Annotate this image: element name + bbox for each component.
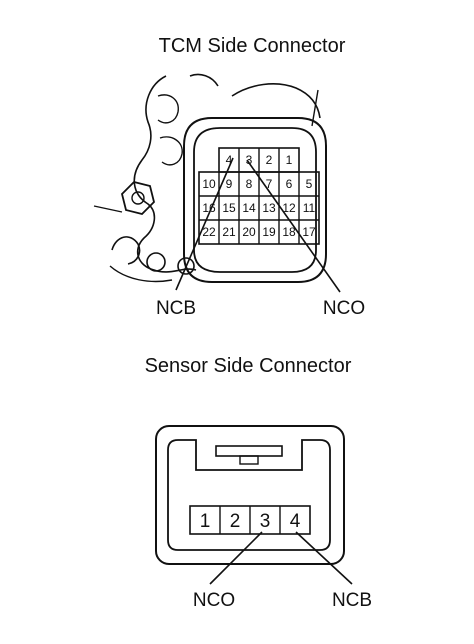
tcm-pin-17: 17 (302, 225, 316, 239)
tcm-pin-1: 1 (286, 153, 293, 167)
tcm-title: TCM Side Connector (159, 35, 346, 57)
tcm-pin-13: 13 (262, 201, 276, 215)
tcm-pin-3: 3 (246, 153, 253, 167)
tcm-pin-12: 12 (282, 201, 296, 215)
tcm-pin-14: 14 (242, 201, 256, 215)
tcm-pin-15: 15 (222, 201, 236, 215)
tcm-pin-10: 10 (202, 177, 216, 191)
sensor-lock-tab (215, 445, 283, 457)
tcm-nco-label: NCO (323, 298, 365, 319)
tcm-pin-4: 4 (226, 153, 233, 167)
sensor-nco-label: NCO (193, 590, 235, 611)
sensor-nco-leader-line (209, 531, 263, 585)
tcm-pin-8: 8 (246, 177, 253, 191)
tcm-pin-22: 22 (202, 225, 216, 239)
sensor-pin-1: 1 (200, 511, 211, 532)
tcm-nco-leader-line (246, 159, 341, 293)
sensor-connector-inner-shell (167, 439, 331, 551)
sensor-lock-tab-notch (239, 455, 259, 465)
tcm-pin-2: 2 (266, 153, 273, 167)
tcm-connector-inner-shell (193, 127, 317, 273)
sensor-pin-2: 2 (230, 511, 241, 532)
sensor-pin-4: 4 (290, 511, 301, 532)
tcm-pin-5: 5 (306, 177, 313, 191)
sensor-pin-row: 1 2 3 4 (189, 505, 311, 535)
tcm-pin-7: 7 (266, 177, 273, 191)
sensor-ncb-label: NCB (332, 590, 372, 611)
tcm-ncb-leader-line (175, 157, 234, 291)
tcm-pin-9: 9 (226, 177, 233, 191)
sensor-ncb-leader-line (295, 531, 353, 585)
tcm-pin-19: 19 (262, 225, 276, 239)
sensor-title: Sensor Side Connector (145, 355, 352, 377)
tcm-ncb-label: NCB (156, 298, 196, 319)
tcm-pin-21: 21 (222, 225, 236, 239)
tcm-pin-20: 20 (242, 225, 256, 239)
tcm-connector-outer-shell (183, 117, 327, 283)
tcm-pin-grid: 4 3 2 1 10 9 8 7 6 5 16 15 14 13 12 11 2… (198, 147, 320, 245)
tcm-housing-background (93, 73, 321, 283)
sensor-connector-outer-shell (155, 425, 345, 565)
tcm-pin-6: 6 (286, 177, 293, 191)
tcm-pin-18: 18 (282, 225, 296, 239)
tcm-pin-11: 11 (303, 201, 316, 215)
sensor-pin-3: 3 (260, 511, 271, 532)
